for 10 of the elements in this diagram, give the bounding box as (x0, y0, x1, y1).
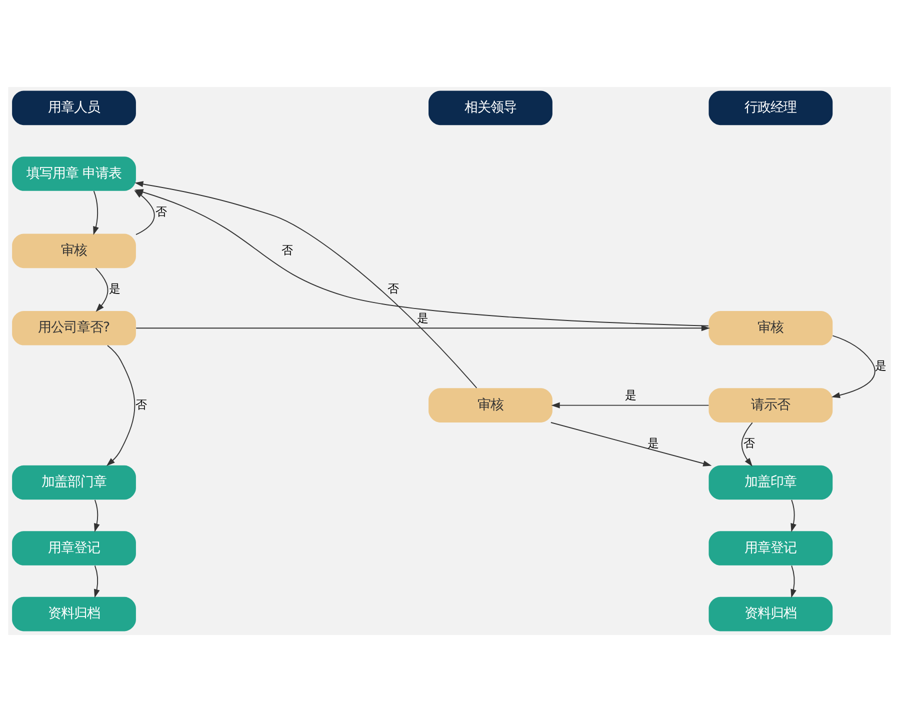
edge-label: 否 (136, 396, 147, 411)
edge-label: 是 (875, 358, 886, 372)
edge-label: 是 (416, 310, 428, 325)
edge-label: 否 (282, 242, 293, 256)
edge-label: 否 (387, 280, 398, 295)
edge-label: 否 (156, 204, 167, 218)
edge-label: 是 (109, 280, 120, 295)
edge-label: 是 (647, 435, 658, 450)
edge-label: 否 (744, 435, 755, 450)
edge-label: 是 (625, 388, 636, 402)
